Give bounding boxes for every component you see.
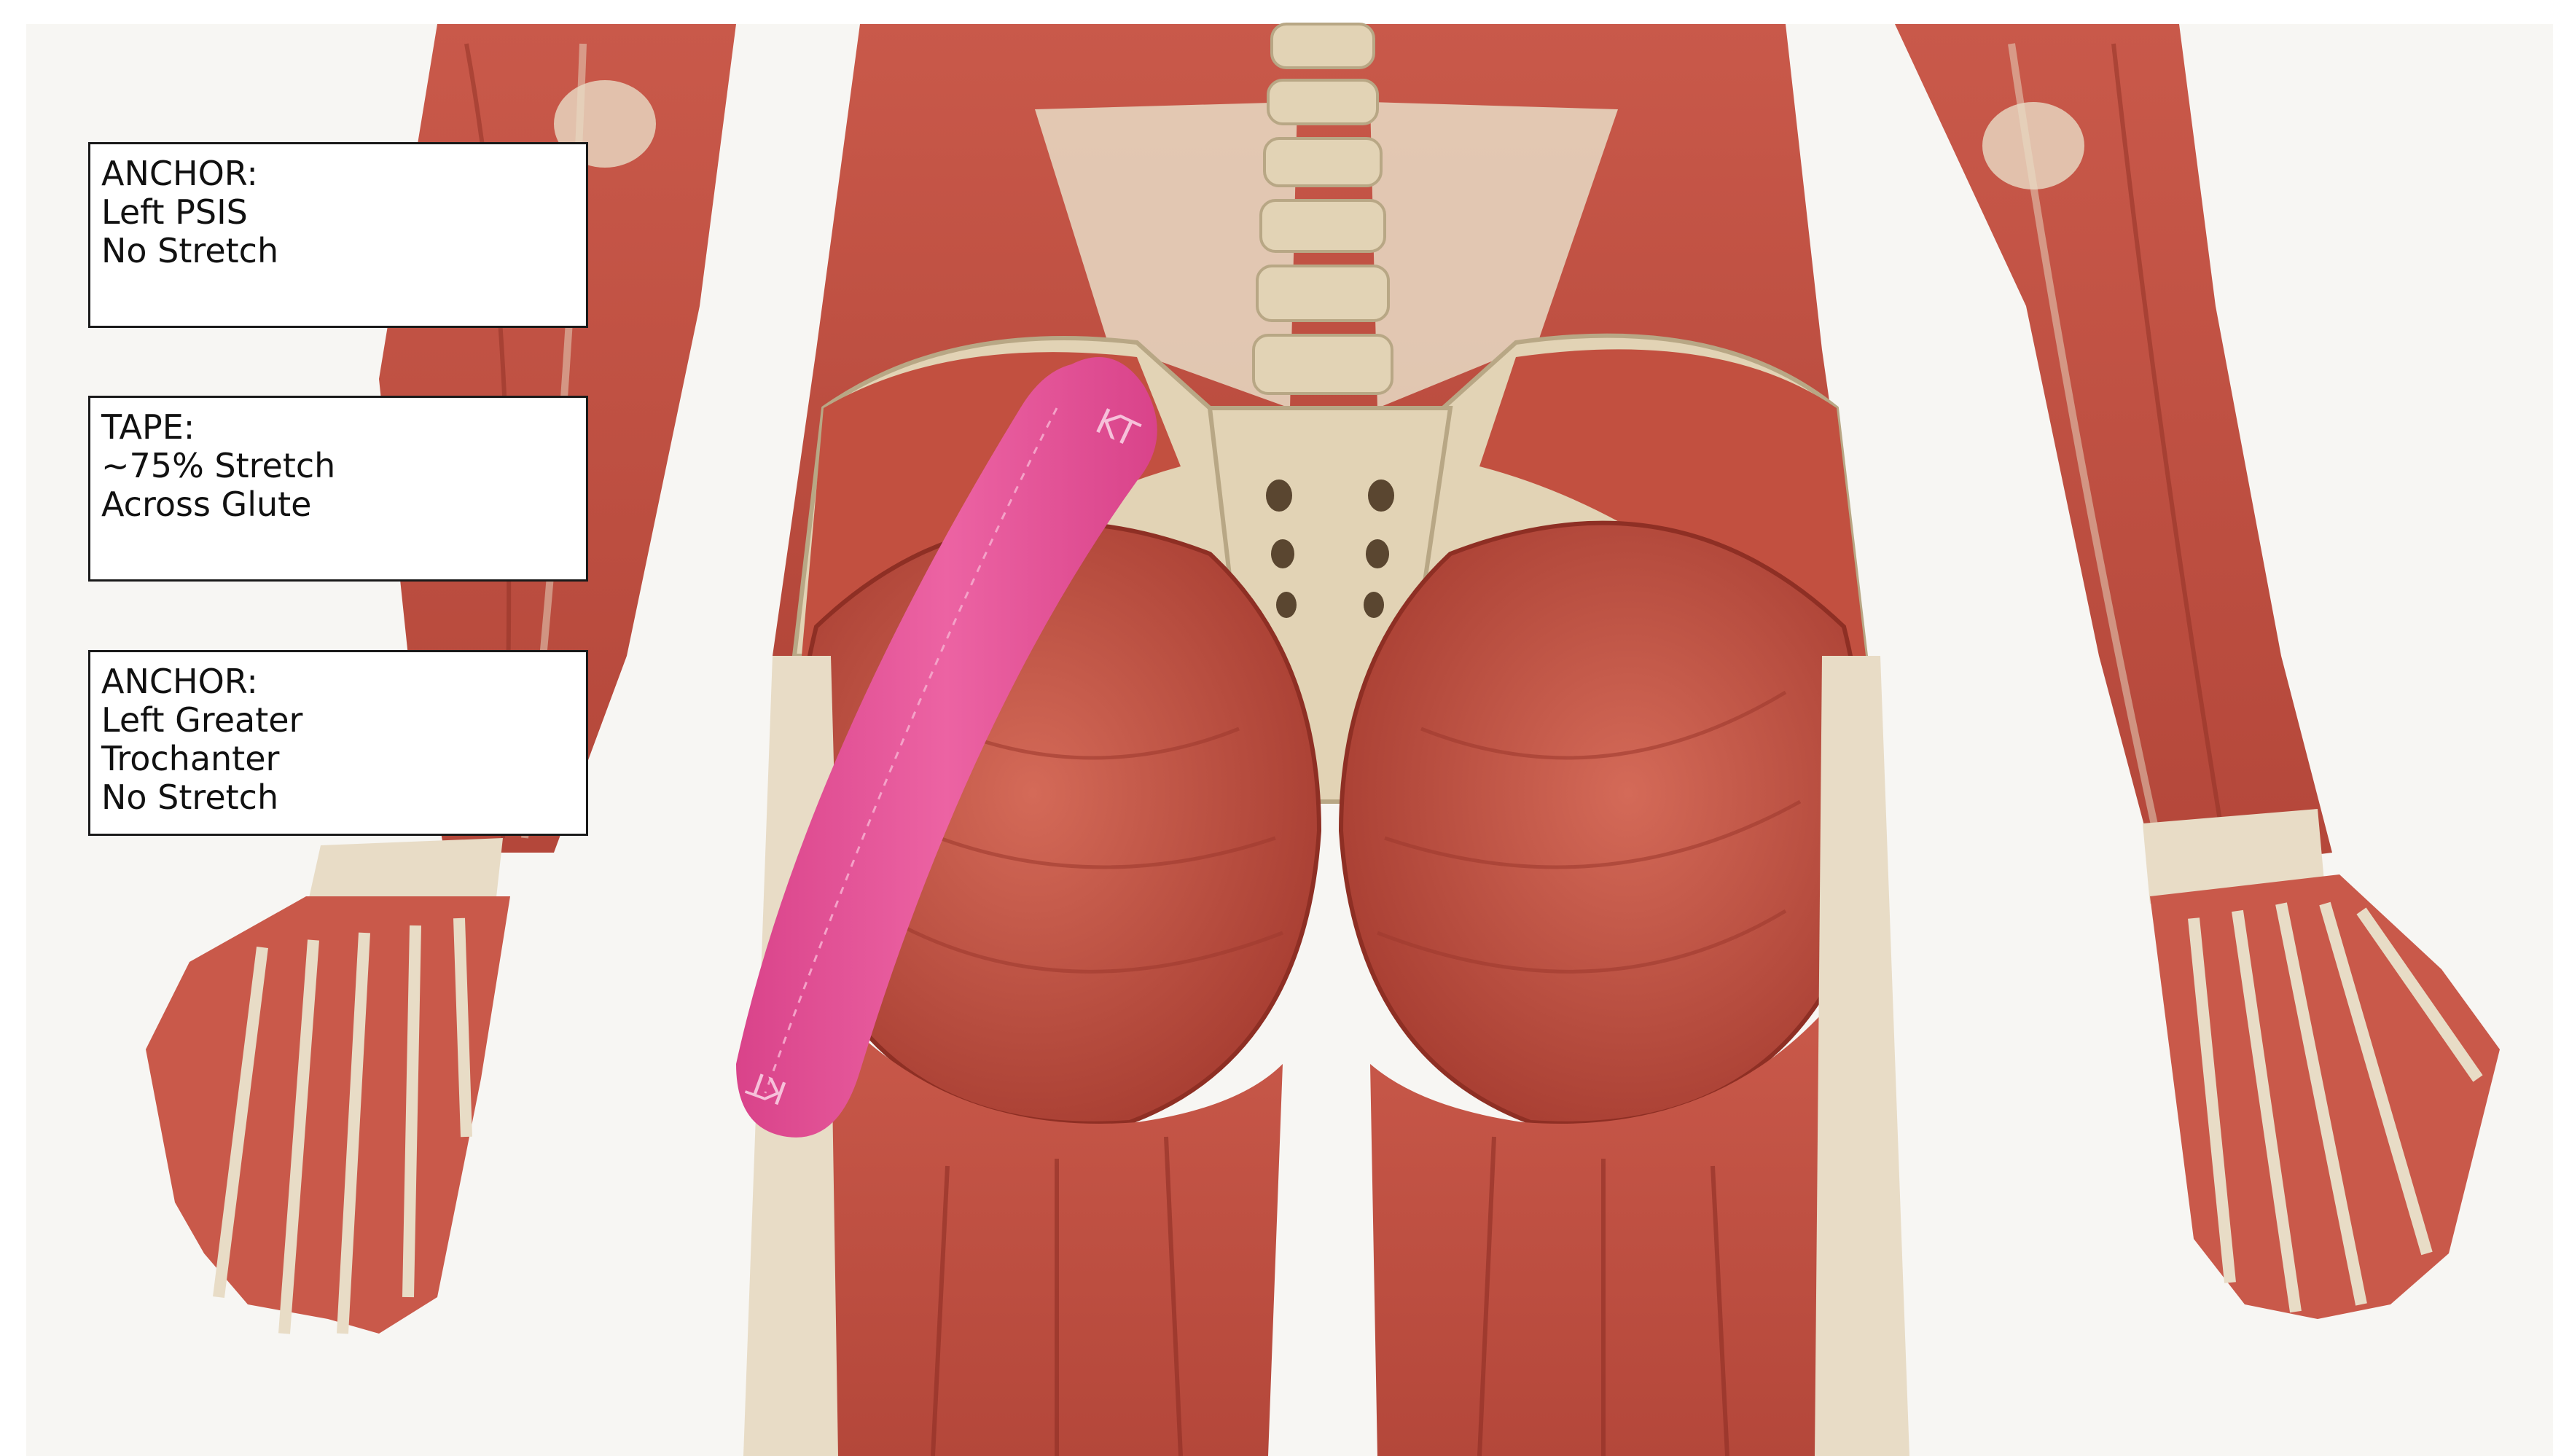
right-gluteus-maximus bbox=[1341, 523, 1863, 1124]
anchor-psis-location: Left PSIS bbox=[101, 193, 586, 232]
tape-heading: TAPE: bbox=[101, 408, 586, 447]
anchor-trochanter-label: ANCHOR: Left Greater Trochanter No Stret… bbox=[88, 650, 588, 836]
anchor-psis-heading: ANCHOR: bbox=[101, 154, 586, 193]
anchor-psis-label: ANCHOR: Left PSIS No Stretch bbox=[88, 142, 588, 328]
anchor-trochanter-heading: ANCHOR: bbox=[101, 662, 586, 701]
anchor-trochanter-stretch: No Stretch bbox=[101, 778, 586, 817]
anchor-trochanter-location-1: Left Greater bbox=[101, 701, 586, 740]
tape-stretch-label: TAPE: ~75% Stretch Across Glute bbox=[88, 396, 588, 582]
anchor-trochanter-location-2: Trochanter bbox=[101, 740, 586, 778]
anchor-psis-stretch: No Stretch bbox=[101, 232, 586, 270]
tape-direction: Across Glute bbox=[101, 485, 586, 524]
tape-stretch-amount: ~75% Stretch bbox=[101, 447, 586, 485]
right-elbow bbox=[1982, 102, 2084, 189]
